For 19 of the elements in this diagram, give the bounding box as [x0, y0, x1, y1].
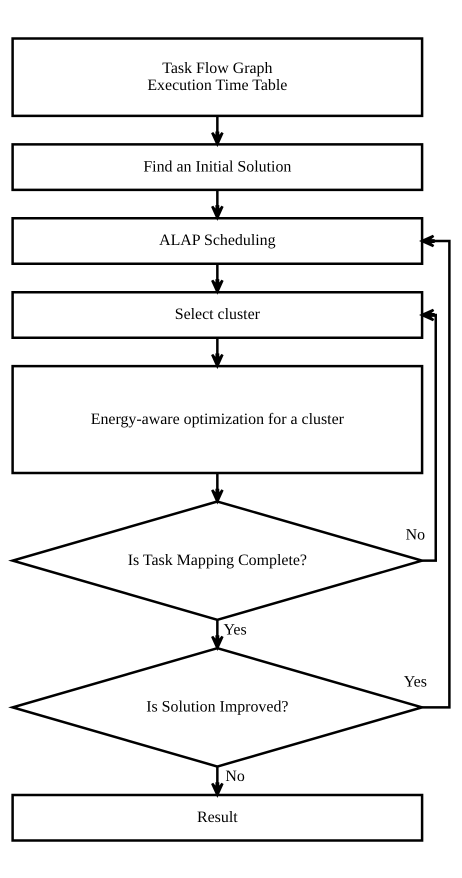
edge-label: No	[225, 768, 245, 785]
arrow	[210, 116, 224, 145]
arrow	[210, 472, 224, 502]
node-box: Task Flow Graph Execution Time Table	[11, 36, 424, 117]
arrow	[420, 308, 437, 562]
node-box: Result	[11, 793, 424, 842]
node-box: Energy-aware optimization for a cluster	[11, 364, 424, 474]
node-box: Find an Initial Solution	[11, 142, 424, 191]
arrow	[210, 338, 224, 367]
arrow	[210, 766, 224, 796]
arrow	[210, 619, 224, 649]
arrow	[210, 264, 224, 292]
arrow	[210, 190, 224, 219]
node-box: Select cluster	[11, 290, 424, 338]
node-box: ALAP Scheduling	[11, 216, 424, 265]
edge-label: No	[406, 526, 426, 544]
arrow	[420, 234, 451, 708]
edge-label: Yes	[404, 672, 427, 690]
edge-label: Yes	[224, 620, 247, 638]
